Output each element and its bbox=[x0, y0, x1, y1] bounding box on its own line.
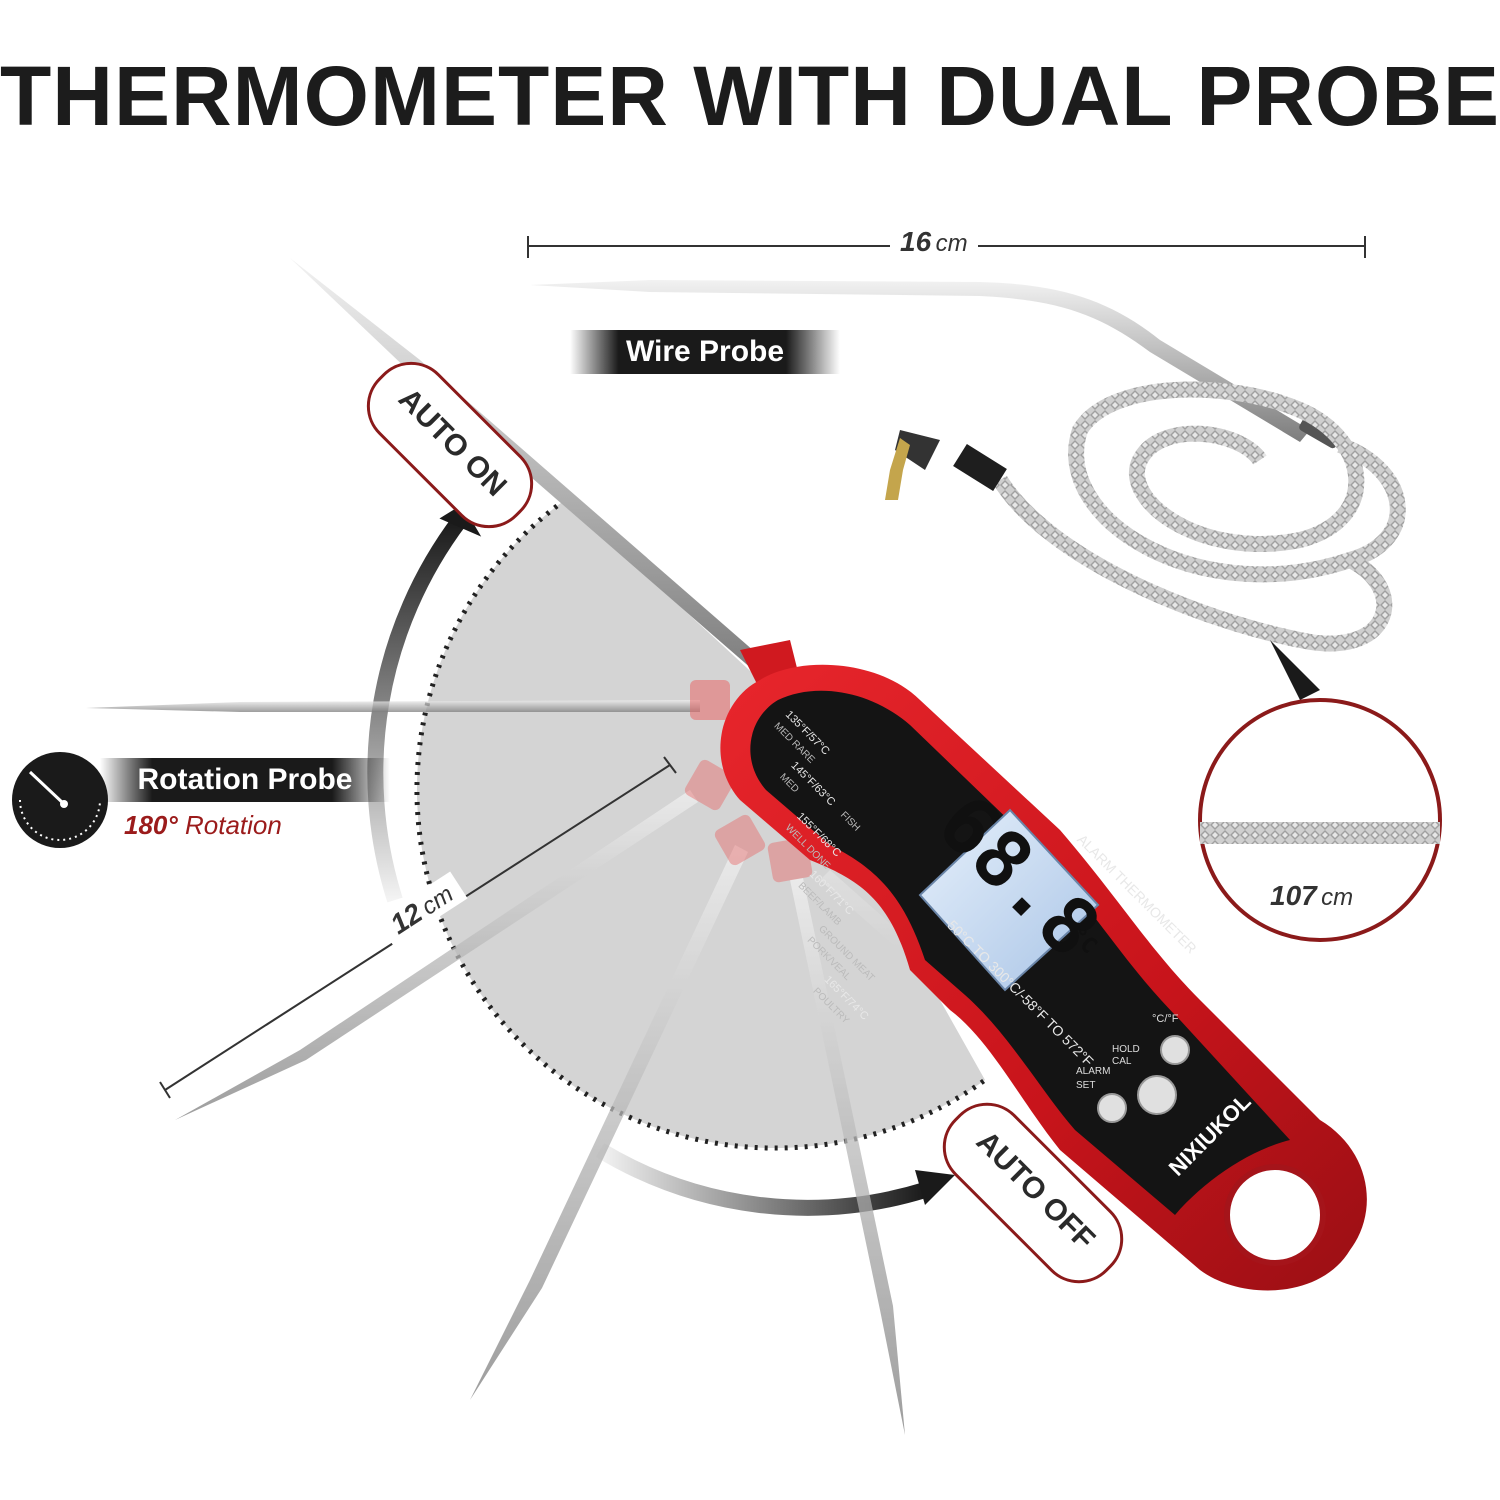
hold-cal-button[interactable] bbox=[1137, 1075, 1177, 1115]
unit-button[interactable] bbox=[1160, 1035, 1190, 1065]
wire-probe bbox=[530, 280, 1406, 652]
wire-probe-length-label: 16 cm bbox=[890, 226, 978, 258]
alarm-button-label: ALARM bbox=[1076, 1066, 1110, 1077]
rotation-sweep-area bbox=[414, 497, 987, 1151]
rotation-probe-label: Rotation Probe bbox=[100, 758, 390, 802]
set-button-label: SET bbox=[1076, 1080, 1095, 1091]
page-title: THERMOMETER WITH DUAL PROBE bbox=[0, 49, 1500, 143]
unit-button-label: °C/°F bbox=[1152, 1013, 1179, 1025]
device-buttons: °C/°F HOLD CAL ALARM SET bbox=[1076, 1013, 1190, 1123]
rotation-icon bbox=[12, 752, 108, 848]
probe-ghost-positions bbox=[86, 680, 1120, 1435]
wire-probe-label: Wire Probe bbox=[570, 330, 840, 374]
cal-button-label: CAL bbox=[1112, 1056, 1132, 1067]
rotation-angle-label: 180° Rotation bbox=[124, 810, 282, 840]
cable-zoom-callout bbox=[1198, 640, 1442, 942]
hold-button-label: HOLD bbox=[1112, 1044, 1140, 1055]
alarm-set-button[interactable] bbox=[1097, 1093, 1127, 1123]
cable-length-label: 107 cm bbox=[1270, 880, 1354, 911]
rotation-arrow-down bbox=[595, 1143, 955, 1216]
